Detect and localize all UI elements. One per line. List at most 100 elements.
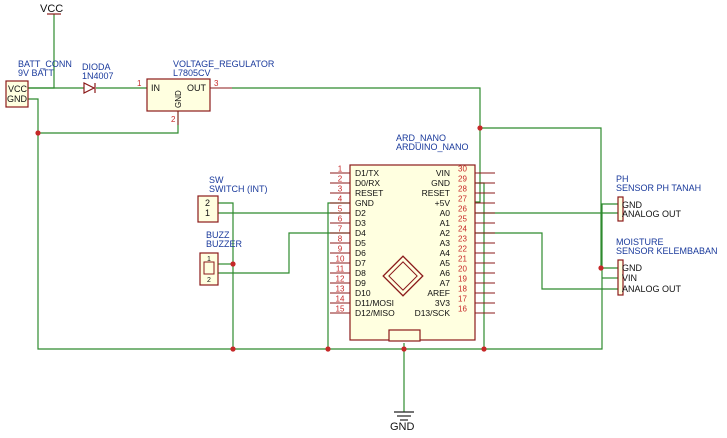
wire-ard-gnd-right bbox=[475, 182, 485, 349]
pin-number: 21 bbox=[458, 255, 467, 264]
regulator-value: L7805CV bbox=[173, 68, 211, 78]
gnd-label: GND bbox=[390, 421, 415, 433]
arduino-logo bbox=[382, 255, 424, 297]
pin-number: 7 bbox=[338, 225, 343, 234]
arduino-pin-right: 17 3V3 bbox=[435, 295, 495, 308]
regulator-pin-in: IN bbox=[151, 83, 160, 93]
pin-name: D11/MOSI bbox=[355, 298, 394, 308]
junction-dot bbox=[481, 346, 487, 352]
regulator-pin-gnd: GND bbox=[174, 90, 183, 108]
pin-name: RESET bbox=[355, 188, 383, 198]
pin-name: AREF bbox=[427, 288, 450, 298]
battery-ref: BATT_CONN bbox=[18, 59, 72, 69]
switch-pin-2: 2 bbox=[205, 198, 210, 208]
pin-name: D13/SCK bbox=[415, 308, 451, 318]
pin-number: 5 bbox=[338, 205, 343, 214]
battery-pin-vcc: VCC bbox=[8, 84, 28, 94]
buzzer: BUZZ BUZZER 1 2 bbox=[199, 230, 243, 286]
diode-triangle bbox=[83, 82, 96, 94]
pin-name: 3V3 bbox=[435, 298, 450, 308]
pin-name: RESET bbox=[422, 188, 450, 198]
pin-number: 11 bbox=[336, 265, 345, 274]
arduino-body bbox=[349, 164, 476, 341]
regulator-pin-num-gnd: 2 bbox=[171, 115, 176, 124]
pin-number: 14 bbox=[336, 295, 345, 304]
pin-number: 16 bbox=[458, 305, 467, 314]
arduino-pin-right: 27+5V bbox=[435, 195, 495, 208]
ph-pin-gnd: GND bbox=[622, 200, 643, 210]
junction-dot bbox=[35, 130, 41, 136]
pin-name: GND bbox=[431, 178, 450, 188]
wire-ground-bus bbox=[28, 98, 603, 350]
buzzer-body bbox=[199, 252, 219, 286]
pin-name: A6 bbox=[440, 268, 451, 278]
pin-number: 2 bbox=[338, 175, 343, 184]
arduino-right-pins: 30VIN29GND28RESET27+5V26A025A124A223A322… bbox=[415, 165, 495, 318]
pin-number: 28 bbox=[458, 185, 467, 194]
diode-value: 1N4007 bbox=[82, 71, 114, 81]
buzzer-ref: BUZZ bbox=[206, 230, 230, 240]
junction-dot bbox=[477, 125, 483, 131]
switch-body bbox=[197, 195, 219, 223]
pin-name: A1 bbox=[440, 218, 451, 228]
moisture-body bbox=[617, 259, 624, 296]
pin-name: A3 bbox=[440, 238, 451, 248]
diode: DIODA 1N4007 bbox=[82, 62, 114, 94]
switch-pin-1: 1 bbox=[205, 208, 210, 218]
pin-number: 29 bbox=[458, 175, 467, 184]
regulator-pin-out: OUT bbox=[187, 83, 207, 93]
pin-name: A0 bbox=[440, 208, 451, 218]
pin-name: D5 bbox=[355, 238, 366, 248]
arduino-pin-right: 28 RESET bbox=[422, 185, 495, 198]
junctions bbox=[35, 125, 604, 352]
pin-number: 22 bbox=[458, 245, 467, 254]
pin-number: 25 bbox=[458, 215, 467, 224]
wires bbox=[28, 14, 618, 412]
pin-name: A5 bbox=[440, 258, 451, 268]
pin-number: 24 bbox=[458, 225, 467, 234]
moisture-value: SENSOR KELEMBABAN bbox=[616, 246, 718, 256]
moisture-pin-analog-out: ANALOG OUT bbox=[622, 284, 682, 294]
pin-number: 12 bbox=[336, 275, 345, 284]
moisture-sensor: MOISTURE SENSOR KELEMBABAN GND VIN ANALO… bbox=[616, 237, 718, 296]
pin-number: 15 bbox=[336, 305, 345, 314]
pin-name: D7 bbox=[355, 258, 366, 268]
pin-number: 30 bbox=[458, 165, 467, 174]
pin-number: 27 bbox=[458, 195, 467, 204]
battery-pin-gnd: GND bbox=[7, 94, 28, 104]
arduino-pin-right: 16 D13/SCK bbox=[415, 305, 495, 318]
junction-dot bbox=[325, 346, 331, 352]
usb-connector bbox=[388, 329, 421, 342]
arduino-pin-right: 21 A5 bbox=[440, 255, 495, 268]
ph-body bbox=[617, 196, 624, 222]
vcc-symbol: VCC bbox=[40, 3, 63, 15]
battery-value: 9V BATT bbox=[18, 68, 54, 78]
junction-dot bbox=[230, 346, 236, 352]
buzzer-element bbox=[203, 261, 215, 275]
pin-name: D1/TX bbox=[355, 168, 379, 178]
junction-dot bbox=[230, 261, 236, 267]
arduino-pin-right: 29 GND bbox=[431, 175, 495, 188]
pin-number: 26 bbox=[458, 205, 467, 214]
voltage-regulator: VOLTAGE_REGULATOR L7805CV IN OUT GND 1 3… bbox=[137, 59, 275, 125]
pin-number: 20 bbox=[458, 265, 467, 274]
pin-number: 4 bbox=[338, 195, 343, 204]
moisture-ref: MOISTURE bbox=[616, 237, 664, 247]
pin-number: 17 bbox=[458, 295, 467, 304]
ph-sensor: PH SENSOR PH TANAH GND ANALOG OUT bbox=[616, 174, 701, 222]
